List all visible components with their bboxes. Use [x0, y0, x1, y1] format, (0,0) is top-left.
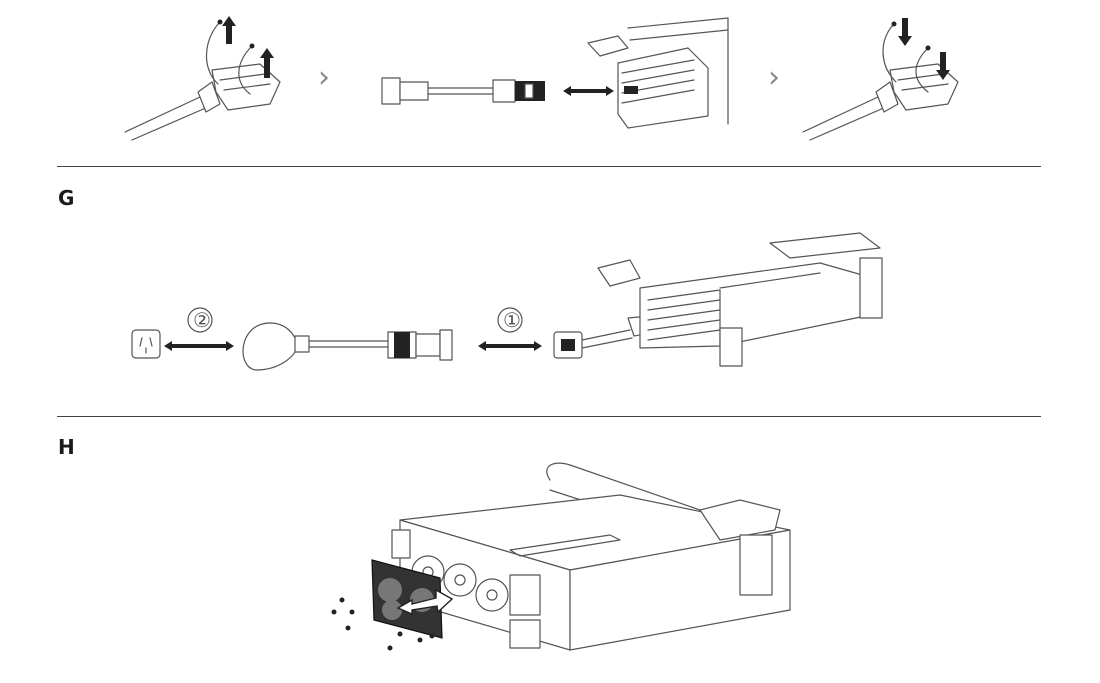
connector-unscrew-illustration	[124, 16, 281, 141]
section-label-g: G	[58, 186, 75, 210]
power-connection-illustration: ② ①	[131, 232, 883, 371]
arrow-down-icon	[898, 18, 912, 46]
divider	[57, 416, 1041, 417]
step-2-marker: ②	[193, 308, 211, 332]
arrow-up-icon	[222, 16, 236, 44]
step-1-marker: ①	[503, 308, 521, 332]
fan-filter-removal-illustration	[331, 462, 791, 651]
wall-outlet-icon	[131, 329, 161, 359]
fan-filter-icon	[371, 559, 443, 639]
connector-screw-illustration	[802, 18, 959, 141]
divider	[57, 166, 1041, 167]
cable-to-port-illustration	[381, 17, 729, 129]
section-label-h: H	[58, 435, 75, 459]
arrow-both-icon	[563, 86, 614, 96]
chevron-right-icon: ›	[318, 60, 330, 95]
chevron-right-icon: ›	[768, 60, 780, 95]
